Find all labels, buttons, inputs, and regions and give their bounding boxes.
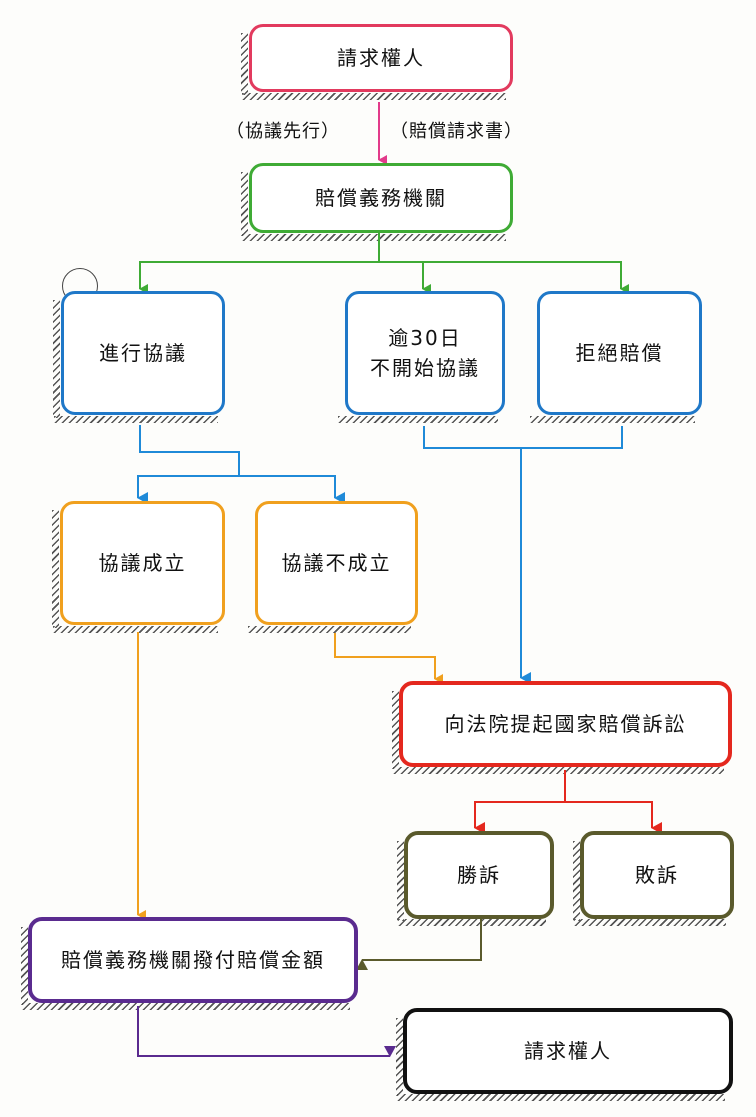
node-agreed-label: 協議成立 (98, 551, 187, 575)
edge-win-to-payment (356, 919, 482, 970)
node-refuse-label: 拒絕賠償 (575, 341, 664, 365)
node-final-claimant-label: 請求權人 (524, 1039, 612, 1063)
edge-payment-to-claimant (137, 1006, 396, 1057)
node-lose-label: 敗訴 (635, 863, 679, 887)
node-overdue-line1: 逾30日 (388, 326, 462, 350)
node-refuse: 拒絕賠償 (530, 291, 702, 423)
node-not-agreed-label: 協議不成立 (281, 551, 392, 575)
node-not-agreed: 協議不成立 (248, 501, 418, 633)
edge-reject-to-lawsuit (423, 426, 623, 684)
edge-label-negotiation-first: （協議先行） (226, 121, 340, 142)
node-lawsuit-label: 向法院提起國家賠償訴訟 (444, 712, 687, 736)
node-claimant: 請求權人 (241, 24, 513, 100)
node-payment-label: 賠償義務機關撥付賠償金額 (61, 948, 325, 972)
node-lose: 敗訴 (573, 831, 734, 926)
node-lawsuit: 向法院提起國家賠償訴訟 (392, 681, 732, 774)
node-overdue-line2: 不開始協議 (370, 356, 480, 380)
node-final-claimant: 請求權人 (396, 1008, 733, 1101)
node-agreed: 協議成立 (52, 501, 225, 633)
node-win: 勝訴 (397, 831, 554, 926)
edge-not-agreed-to-lawsuit (334, 633, 443, 684)
node-organ-label: 賠償義務機關 (315, 186, 447, 210)
node-overdue: 逾30日 不開始協議 (338, 291, 505, 423)
node-payment: 賠償義務機關撥付賠償金額 (21, 917, 358, 1010)
node-negotiate-label: 進行協議 (99, 341, 187, 365)
node-negotiate: 進行協議 (53, 291, 225, 423)
node-organ: 賠償義務機關 (241, 163, 513, 241)
node-claimant-label: 請求權人 (337, 46, 425, 70)
edge-label-claim-letter: （賠償請求書） (390, 121, 523, 142)
node-win-label: 勝訴 (457, 863, 501, 887)
edge-organ-branches (139, 233, 629, 294)
edge-lawsuit-verdicts (474, 770, 566, 834)
edge-negotiate-results (137, 425, 345, 504)
